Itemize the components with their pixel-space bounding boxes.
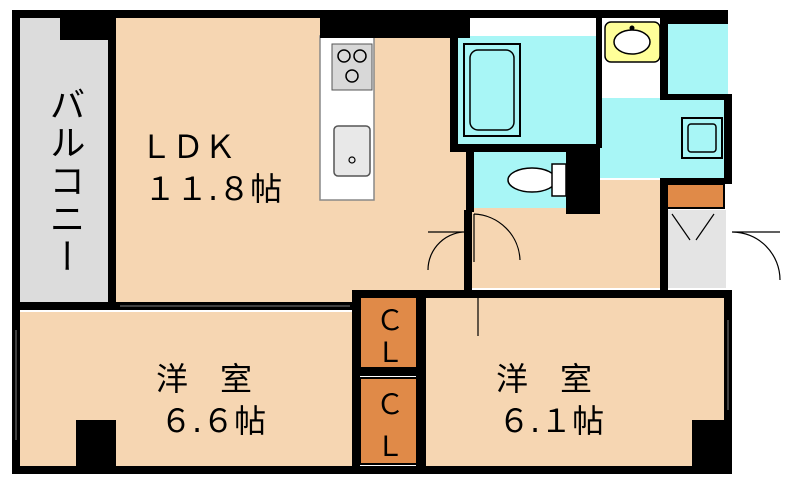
- bedroom-right-size: ６.１帖: [498, 402, 604, 440]
- windows: [15, 305, 729, 440]
- closet-lower-line2: Ｌ: [376, 430, 404, 463]
- ldk-room: [114, 18, 470, 306]
- ldk-size: １１.８帖: [144, 170, 282, 208]
- closet-upper-line2: Ｌ: [376, 336, 404, 369]
- balcony-area: [18, 18, 114, 306]
- bedroom-left-size: ６.６帖: [160, 402, 266, 440]
- closet-lower-line1: Ｃ: [376, 388, 404, 421]
- bedroom-right-name: 洋 室: [496, 360, 592, 398]
- ldk-name: ＬＤＫ: [140, 128, 236, 166]
- doors: [427, 213, 781, 336]
- shoe-storage: [665, 183, 725, 209]
- closet-upper-line1: Ｃ: [376, 304, 404, 337]
- bedroom-left-name: 洋 室: [156, 360, 252, 398]
- balcony-label: バルコニー: [44, 86, 85, 276]
- entrance: [664, 210, 726, 288]
- bedroom-right: [426, 296, 726, 470]
- bedroom-left: [18, 312, 356, 470]
